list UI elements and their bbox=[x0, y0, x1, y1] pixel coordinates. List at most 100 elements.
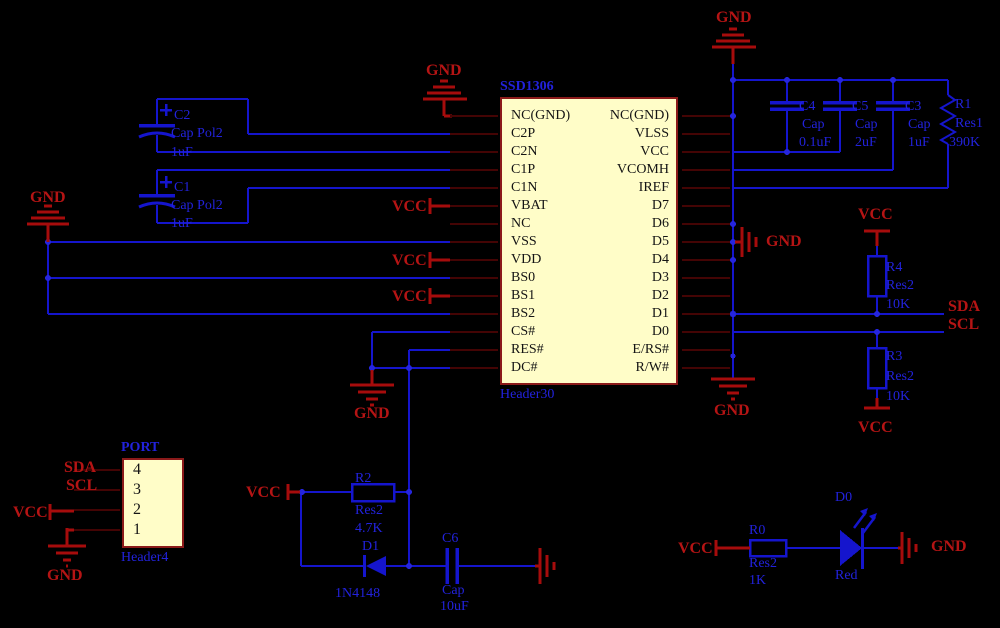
ic-pin-name: D5 bbox=[651, 234, 669, 249]
component-type: Cap Pol2 bbox=[171, 198, 223, 213]
component-ref: D0 bbox=[835, 490, 853, 505]
scl-net-label: SCL bbox=[948, 316, 980, 333]
ic-pin-name: D3 bbox=[651, 270, 669, 285]
vcc-bar-r3 bbox=[864, 398, 890, 410]
component-ref: C3 bbox=[905, 99, 922, 114]
power-symbols bbox=[27, 27, 918, 584]
ic-ssd1306-body bbox=[500, 97, 678, 385]
ic-pin-name: D2 bbox=[651, 288, 669, 303]
gnd-label: GND bbox=[354, 405, 390, 422]
gnd-label: GND bbox=[714, 402, 750, 419]
vcc-tick-led bbox=[714, 540, 750, 556]
ic-pin-name: CS# bbox=[511, 324, 536, 339]
gnd-symbol-top-left bbox=[27, 204, 69, 242]
sda-net-label: SDA bbox=[64, 459, 97, 476]
capacitor-c2-symbol bbox=[138, 104, 176, 139]
component-type: Cap bbox=[855, 117, 878, 132]
port-footer: Header4 bbox=[121, 550, 169, 565]
gnd-symbol-sideways-led bbox=[898, 532, 918, 564]
component-ref: R0 bbox=[749, 523, 766, 538]
gnd-label: GND bbox=[766, 233, 802, 250]
ic-pin-name: D6 bbox=[651, 216, 669, 231]
component-type: Cap Pol2 bbox=[171, 126, 223, 141]
vcc-label: VCC bbox=[392, 252, 427, 269]
gnd-symbol-port bbox=[48, 528, 86, 568]
vcc-bar-r4 bbox=[864, 229, 890, 246]
resistor-r4-symbol bbox=[866, 254, 888, 298]
ic-pin-name: D1 bbox=[651, 306, 669, 321]
component-value: 4.7K bbox=[355, 521, 383, 536]
vcc-label: VCC bbox=[858, 206, 893, 223]
capacitor-c1-symbol bbox=[138, 176, 176, 209]
plus-icon bbox=[160, 176, 172, 188]
port-pin-number: 4 bbox=[133, 461, 141, 478]
component-ref: D1 bbox=[362, 539, 380, 554]
port-title: PORT bbox=[121, 440, 160, 455]
vcc-label: VCC bbox=[246, 484, 281, 501]
component-ref: C2 bbox=[174, 108, 191, 123]
capacitor-c4-symbol bbox=[770, 101, 804, 105]
component-type: Cap bbox=[802, 117, 825, 132]
gnd-symbol-right-lower bbox=[711, 377, 755, 401]
ic-pin-name: VBAT bbox=[511, 198, 548, 213]
ic-pin-name: NC(GND) bbox=[511, 108, 571, 123]
ic-pin-stubs bbox=[74, 115, 730, 531]
vcc-tick-vbat bbox=[428, 198, 450, 214]
ic-pin-name: BS2 bbox=[511, 306, 536, 321]
component-value: 2uF bbox=[855, 135, 877, 150]
component-value: 10uF bbox=[440, 599, 469, 614]
component-value: 1uF bbox=[171, 216, 193, 231]
resistor-r3-symbol bbox=[866, 346, 888, 390]
capacitor-symbols-top-right bbox=[770, 101, 910, 111]
resistor-r2-symbol bbox=[350, 482, 396, 503]
led-d0-symbol bbox=[840, 508, 877, 569]
diode-d1-symbol bbox=[363, 555, 386, 577]
vcc-label: VCC bbox=[858, 419, 893, 436]
component-type: Res2 bbox=[749, 556, 777, 571]
gnd-label: GND bbox=[931, 538, 967, 555]
vcc-label: VCC bbox=[392, 288, 427, 305]
ic-pin-name: C2P bbox=[511, 126, 536, 141]
ic-pin-name: BS0 bbox=[511, 270, 536, 285]
ic-title: SSD1306 bbox=[500, 79, 554, 94]
vcc-tick-bs1 bbox=[428, 288, 450, 304]
sda-net-label: SDA bbox=[948, 298, 981, 315]
vcc-tick-port bbox=[48, 504, 74, 520]
gnd-symbol-top-right bbox=[712, 27, 756, 64]
ic-pin-name: NC(GND) bbox=[609, 108, 669, 123]
ic-pin-name: D4 bbox=[651, 252, 669, 267]
component-type: Res2 bbox=[886, 278, 914, 293]
component-ref: C5 bbox=[852, 99, 869, 114]
gnd-symbol-below-ic bbox=[350, 370, 394, 407]
plus-icon bbox=[160, 104, 172, 116]
component-ref: C6 bbox=[442, 531, 459, 546]
ic-pin-name: C1P bbox=[511, 162, 536, 177]
vcc-tick-reset bbox=[286, 484, 300, 500]
ic-pin-name: VLSS bbox=[634, 126, 669, 141]
scl-net-label: SCL bbox=[66, 477, 98, 494]
capacitor-c5-symbol bbox=[823, 101, 857, 105]
gnd-label: GND bbox=[716, 9, 752, 26]
component-ref: R2 bbox=[355, 471, 372, 486]
ic-pin-name: R/W# bbox=[635, 360, 669, 375]
component-value: 1N4148 bbox=[335, 586, 381, 601]
vcc-label: VCC bbox=[678, 540, 713, 557]
ic-pin-name: DC# bbox=[511, 360, 538, 375]
resistor-r0-symbol bbox=[748, 538, 788, 558]
capacitor-c6-symbol bbox=[445, 548, 459, 584]
component-value: 1K bbox=[749, 573, 767, 588]
ic-footer: Header30 bbox=[500, 387, 555, 402]
component-value: 1uF bbox=[171, 145, 193, 160]
gnd-symbol-sideways-d5 bbox=[735, 227, 758, 257]
component-ref: C1 bbox=[174, 180, 191, 195]
capacitor-c3-symbol bbox=[876, 101, 910, 105]
component-ref: R4 bbox=[886, 260, 903, 275]
component-value: 10K bbox=[886, 389, 911, 404]
ic-pin-name: VCOMH bbox=[616, 162, 669, 177]
component-type: Res2 bbox=[355, 503, 383, 518]
